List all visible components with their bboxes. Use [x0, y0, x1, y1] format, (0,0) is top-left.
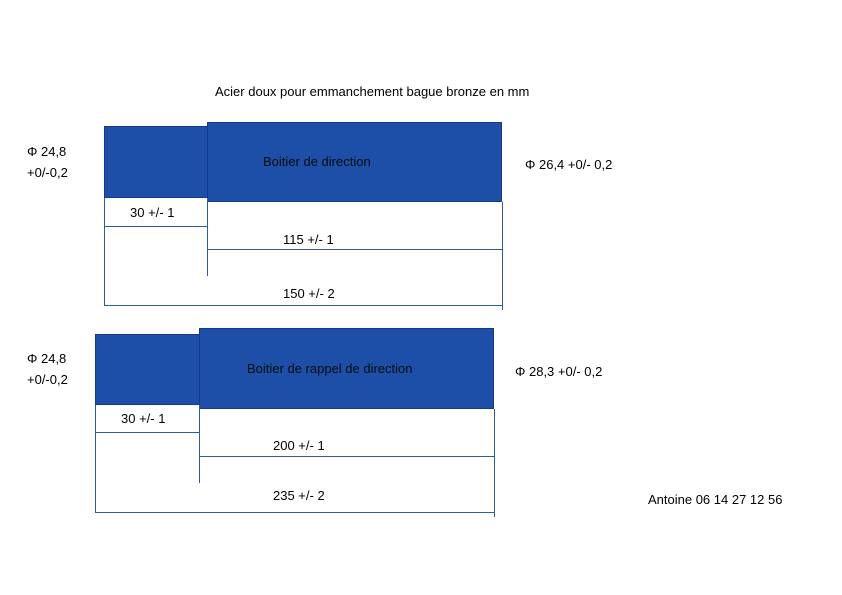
part-1-dim-right-extension [502, 202, 503, 310]
part-1-dim-total: 150 +/- 2 [283, 286, 335, 301]
part-2-large-section [199, 328, 494, 409]
part-2-dim-middle: 200 +/- 1 [273, 438, 325, 453]
part-1-dim-short: 30 +/- 1 [130, 205, 175, 220]
part-2-dim-left-extension [95, 405, 96, 513]
part-1-large-diameter: Φ 26,4 +0/- 0,2 [525, 157, 613, 172]
part-1-dim-step-extension [207, 198, 208, 276]
part-2-small-diameter: Φ 24,8 +0/-0,2 [27, 351, 68, 387]
part-1-dim-total-line [104, 305, 502, 306]
part-1-large-section [207, 122, 502, 202]
page-title: Acier doux pour emmanchement bague bronz… [215, 84, 530, 99]
part-2-small-section [95, 334, 200, 405]
part-2-dim-total-line [95, 512, 494, 513]
part-2-large-diameter: Φ 28,3 +0/- 0,2 [515, 364, 603, 379]
part-1-label: Boitier de direction [263, 154, 371, 169]
part-1-dim-left-extension [104, 198, 105, 306]
part-1-dim-middle-line [207, 249, 502, 250]
part-2-dim-step-extension [199, 405, 200, 483]
part-1-small-diameter: Φ 24,8 +0/-0,2 [27, 144, 68, 180]
part-2-dim-total: 235 +/- 2 [273, 488, 325, 503]
part-2-label: Boitier de rappel de direction [247, 361, 413, 376]
part-1-small-section [104, 126, 208, 198]
contact-info: Antoine 06 14 27 12 56 [648, 492, 783, 507]
part-1-dim-middle: 115 +/- 1 [283, 232, 334, 247]
part-2-dim-short: 30 +/- 1 [121, 411, 166, 426]
part-2-dim-right-extension [494, 409, 495, 517]
part-1-dim-short-line [104, 226, 207, 227]
part-2-dim-short-line [95, 432, 199, 433]
part-2-dim-middle-line [199, 456, 494, 457]
